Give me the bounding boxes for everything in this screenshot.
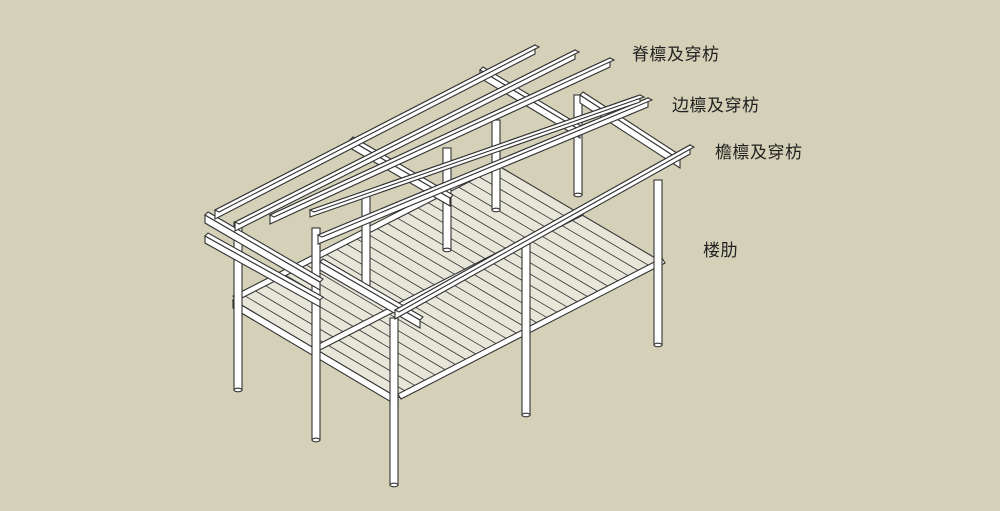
post [653, 179, 663, 346]
post-base [521, 412, 531, 418]
post [311, 227, 321, 441]
post [389, 317, 399, 486]
ridge-purlin-1-face [213, 44, 541, 213]
post-base [653, 342, 663, 348]
post-base [442, 247, 452, 253]
post-base [311, 437, 321, 443]
label-floor-joist: 楼肋 [703, 241, 738, 261]
tie-beam-front-lower-top [204, 232, 324, 301]
tie-beam-front-right-top [319, 258, 424, 321]
post-base [573, 192, 583, 198]
post-base [491, 207, 501, 213]
purlins [213, 44, 696, 320]
post-base [233, 387, 243, 393]
post [521, 243, 531, 416]
label-side-purlin: 边檩及穿枋 [672, 96, 760, 116]
floor-joist-right [397, 257, 666, 400]
mid-purlin-face [308, 94, 646, 213]
eave-purlin-back-face [316, 97, 654, 238]
post [233, 221, 243, 391]
ridge-purlin-2-face [233, 49, 581, 225]
post [361, 194, 371, 291]
post [573, 94, 583, 196]
side-purlin-face [268, 57, 616, 218]
post-base [389, 482, 399, 488]
label-ridge-purlin: 脊檩及穿枋 [632, 45, 720, 65]
eave-purlin-front-face [393, 144, 696, 313]
label-eave-purlin: 檐檩及穿枋 [715, 143, 803, 163]
